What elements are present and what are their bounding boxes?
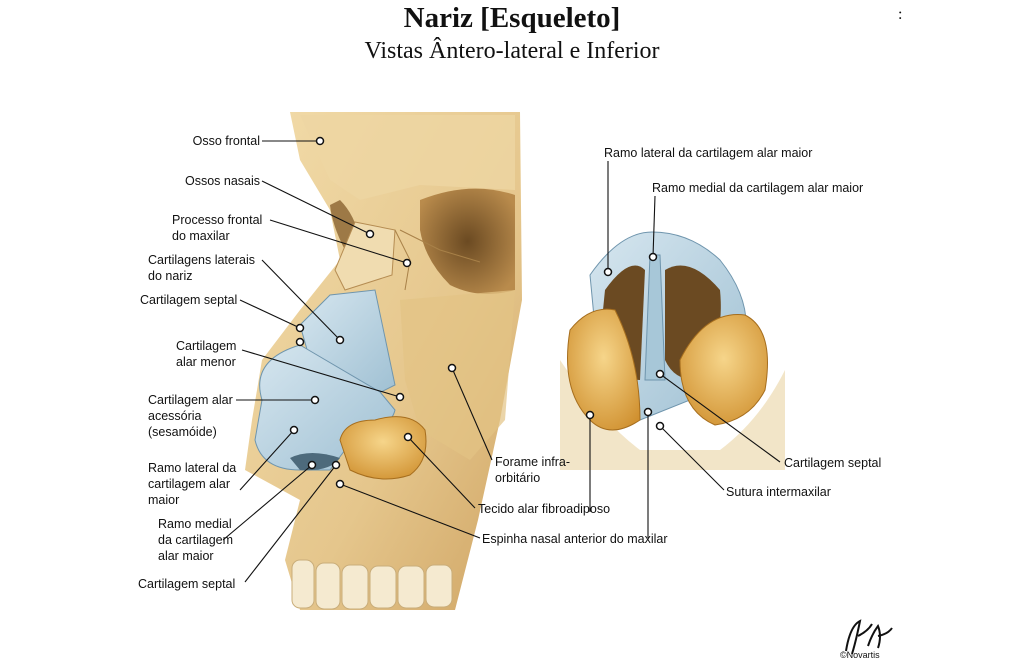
nostril (290, 453, 340, 471)
nose-inferior-view (560, 231, 785, 470)
label-cartilagem-septal-right: Cartilagem septal (784, 456, 882, 470)
pointer-dots (289, 136, 665, 489)
label-ramo-lateral-left-line1: Ramo lateral da (148, 461, 237, 475)
orbit (420, 188, 515, 294)
label-sutura-intermaxilar: Sutura intermaxilar (726, 485, 831, 499)
label-ramo-lateral-left-line2: cartilagem alar (148, 477, 230, 491)
label-ramo-medial-right: Ramo medial da cartilagem alar maior (652, 181, 864, 195)
label-cartilagem-alar-acessoria: Cartilagem alar acessória (sesamóide) (148, 392, 233, 440)
label-cartilagem-septal-left: Cartilagem septal (140, 293, 238, 307)
label-ramo-lateral-left: Ramo lateral da cartilagem alar maior (148, 460, 236, 508)
label-espinha-nasal: Espinha nasal anterior do maxilar (482, 532, 668, 546)
right-alar-fat (679, 314, 768, 426)
pointer-lines (222, 140, 781, 583)
label-tecido-alar: Tecido alar fibroadiposo (478, 502, 611, 516)
nasal-bone (334, 221, 396, 291)
label-cartilagem-alar-acessoria-line3: (sesamóide) (148, 425, 217, 439)
label-processo-frontal: Processo frontal do maxilar (172, 212, 262, 244)
label-ramo-medial-left: Ramo medial da cartilagem alar maior (158, 516, 233, 564)
novartis-credit: ©Novartis (840, 650, 880, 660)
skull-anterolateral-view (245, 112, 522, 610)
label-ramo-lateral-right: Ramo lateral da cartilagem alar maior (604, 146, 813, 160)
label-ramo-medial-left-line2: da cartilagem (158, 533, 234, 547)
netter-signature (845, 619, 893, 655)
teeth (291, 559, 453, 610)
label-ramo-lateral-left-line3: maior (148, 493, 180, 507)
label-cartilagem-alar-acessoria-line2: acessória (148, 409, 202, 423)
label-cartilagens-laterais-line1: Cartilagens laterais (148, 253, 255, 267)
maxilla-shading (400, 290, 515, 460)
corner-mark: : (898, 6, 903, 23)
left-alar-fat (567, 308, 641, 431)
label-cartilagens-laterais: Cartilagens laterais do nariz (148, 252, 255, 284)
alar-fat-tissue (339, 416, 427, 480)
label-osso-frontal: Osso frontal (192, 134, 260, 148)
label-cartilagem-alar-menor-line1: Cartilagem (176, 339, 237, 353)
label-cartilagem-alar-acessoria-line1: Cartilagem alar (148, 393, 233, 407)
label-cartilagem-alar-menor: Cartilagem alar menor (176, 338, 236, 370)
label-forame-infraorbitario: Forame infra- orbitário (495, 454, 570, 486)
label-ossos-nasais: Ossos nasais (184, 174, 260, 188)
label-cartilagens-laterais-line2: do nariz (148, 269, 193, 283)
label-cartilagem-alar-menor-line2: alar menor (176, 355, 236, 369)
label-processo-frontal-line2: do maxilar (172, 229, 230, 243)
label-forame-line2: orbitário (495, 471, 541, 485)
label-processo-frontal-line1: Processo frontal (172, 213, 263, 227)
page-subtitle: Vistas Ântero-lateral e Inferior (364, 38, 660, 64)
label-ramo-medial-left-line3: alar maior (158, 549, 214, 563)
frontal-shading (300, 115, 515, 200)
label-ramo-medial-left-line1: Ramo medial (158, 517, 232, 531)
maxilla-base (560, 360, 785, 470)
page-title: Nariz [Esqueleto] (403, 2, 621, 34)
label-forame-line1: Forame infra- (495, 455, 571, 469)
label-cartilagem-septal-bottom: Cartilagem septal (138, 577, 236, 591)
